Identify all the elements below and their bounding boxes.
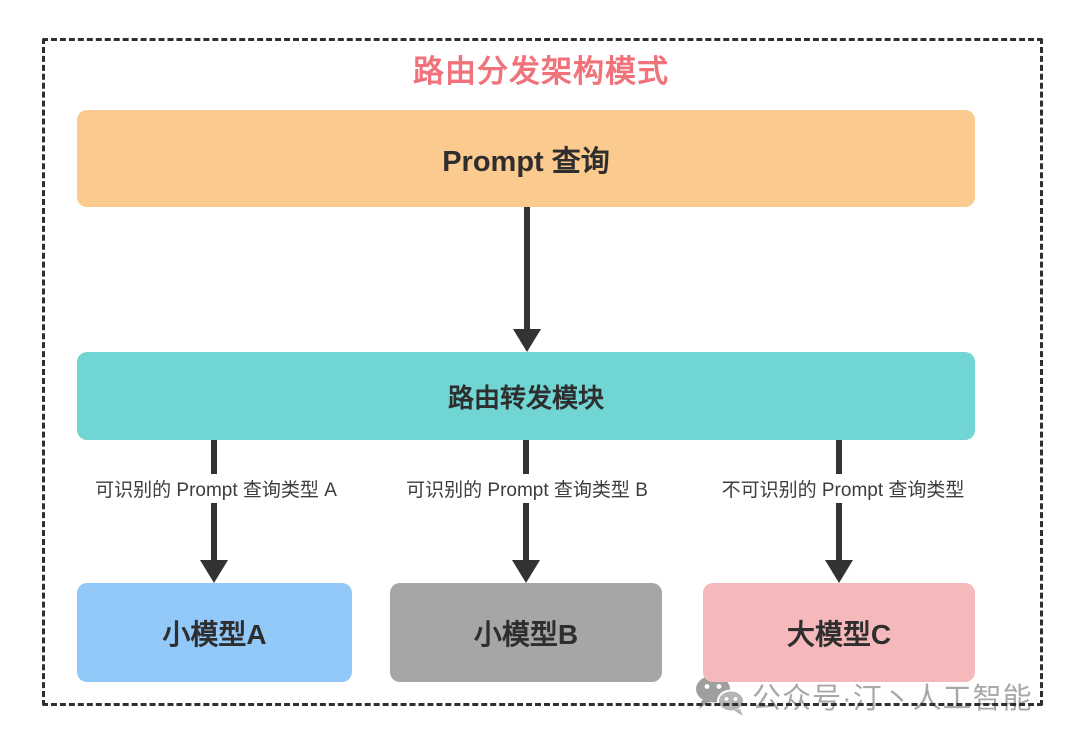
node-router-module: 路由转发模块 bbox=[77, 352, 975, 440]
watermark-text: 公众号·汀丶人工智能 bbox=[752, 683, 1033, 715]
node-prompt-query: Prompt 查询 bbox=[77, 110, 975, 207]
node-small-model-b-label: 小模型B bbox=[473, 618, 579, 650]
arrow-shaft bbox=[524, 207, 530, 329]
edge-label-type-b: 可识别的 Prompt 查询类型 B bbox=[400, 474, 654, 503]
wechat-icon bbox=[696, 675, 745, 716]
arrow-head bbox=[512, 560, 540, 583]
edge-label-type-a: 可识别的 Prompt 查询类型 A bbox=[89, 474, 343, 503]
diagram-title: 路由分发架构模式 bbox=[413, 54, 669, 89]
watermark: 公众号·汀丶人工智能 bbox=[694, 674, 1033, 718]
arrow-router-to-model-a bbox=[200, 440, 228, 583]
node-small-model-b: 小模型B bbox=[390, 583, 662, 682]
arrow-prompt-to-router bbox=[513, 207, 541, 352]
node-router-module-label: 路由转发模块 bbox=[447, 382, 604, 413]
edge-label-type-c: 不可识别的 Prompt 查询类型 bbox=[715, 474, 971, 503]
arrow-router-to-model-b bbox=[512, 440, 540, 583]
arrow-head bbox=[825, 560, 853, 583]
node-prompt-query-label: Prompt 查询 bbox=[442, 145, 610, 178]
node-small-model-a-label: 小模型A bbox=[162, 618, 267, 650]
arrow-head bbox=[200, 560, 228, 583]
arrow-router-to-model-c bbox=[825, 440, 853, 583]
node-small-model-a: 小模型A bbox=[77, 583, 352, 682]
node-large-model-c: 大模型C bbox=[703, 583, 975, 682]
node-large-model-c-label: 大模型C bbox=[786, 618, 892, 650]
arrow-head bbox=[513, 329, 541, 352]
